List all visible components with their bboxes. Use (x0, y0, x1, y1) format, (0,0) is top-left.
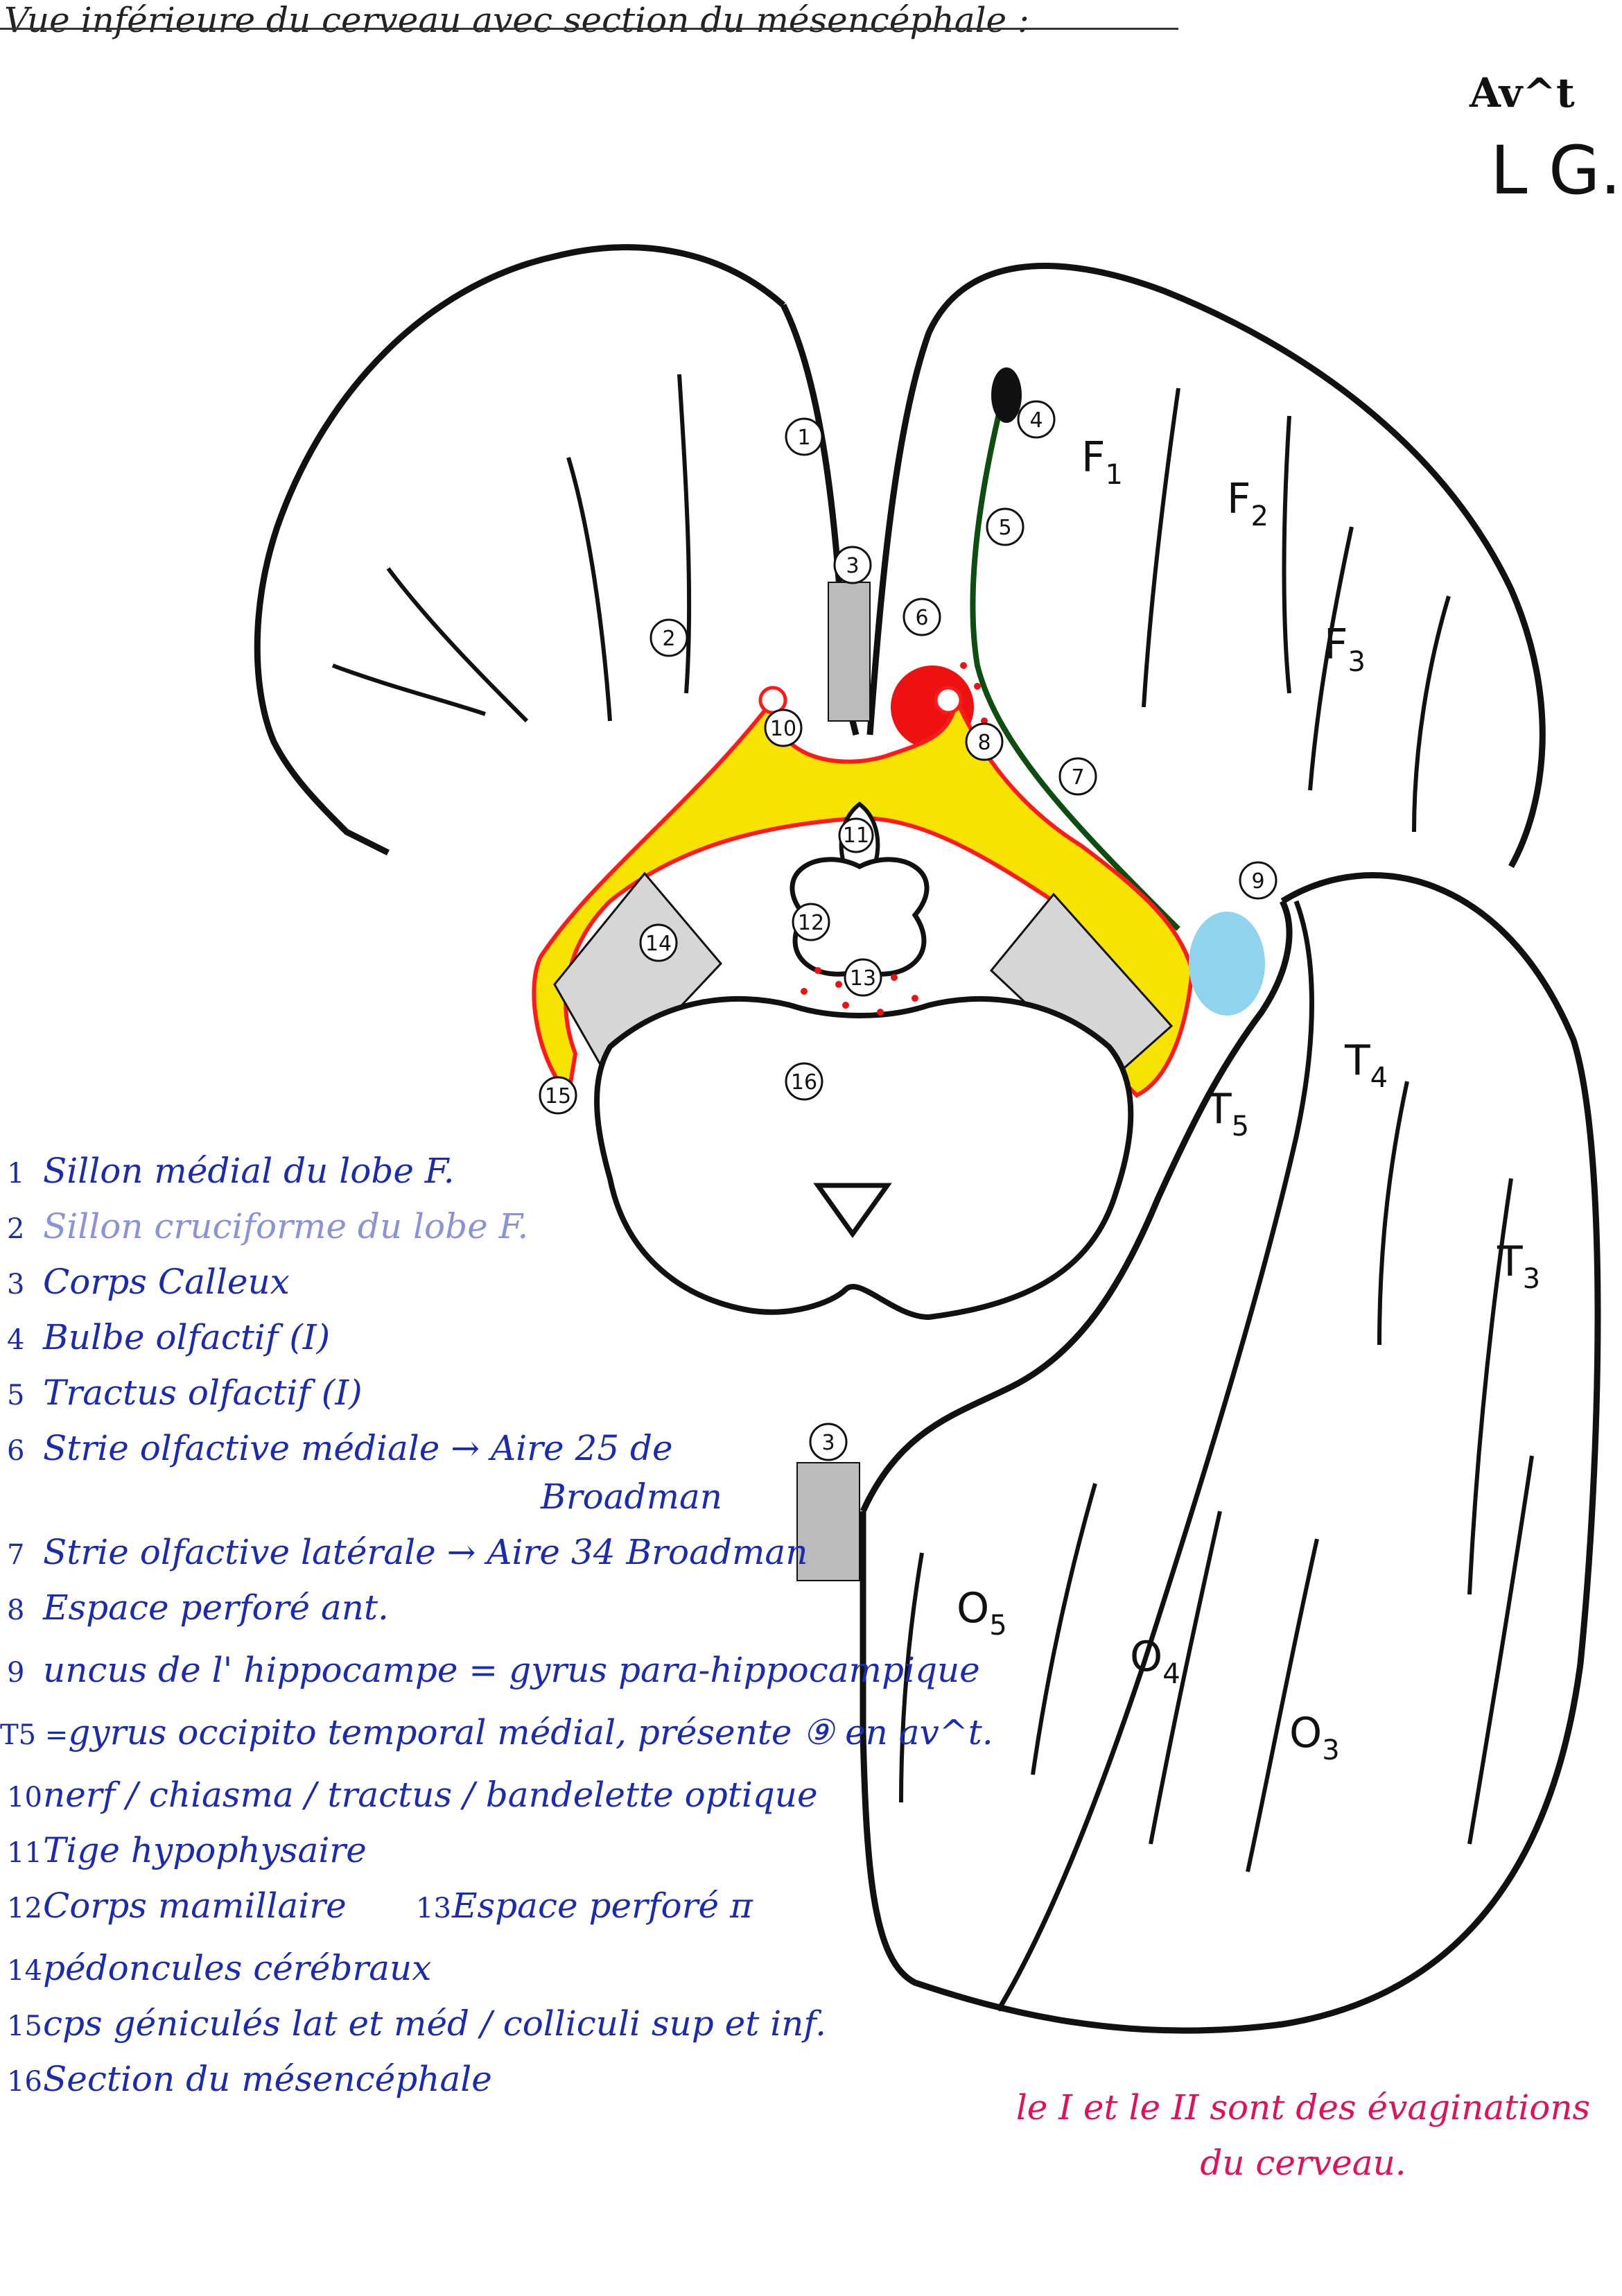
svg-text:10: 10 (770, 717, 796, 741)
svg-text:13: 13 (850, 966, 876, 991)
marker-11: 11 (838, 817, 874, 853)
marker-1: 1 (785, 417, 823, 456)
svg-text:9: 9 (1251, 869, 1264, 894)
svg-text:5: 5 (998, 516, 1011, 540)
page-title: Vue inférieure du cerveau avec section d… (4, 0, 1029, 40)
marker-13: 13 (844, 958, 882, 997)
legend-item-11: 11Tige hypophysaire (7, 1830, 367, 1870)
svg-text:15: 15 (545, 1084, 571, 1108)
corpus-callosum-lower (796, 1462, 860, 1581)
evagination-note: le I et le II sont des évaginations du c… (1015, 2087, 1591, 2183)
title-underline (0, 28, 1178, 30)
label-T3: T3 (1497, 1237, 1540, 1295)
sulci (331, 374, 1534, 1872)
mamillary-bodies (790, 857, 930, 977)
orientation-anterior-label: Av^t (1470, 69, 1575, 116)
marker-6: 6 (902, 598, 941, 636)
olfactory-bulb (991, 367, 1022, 423)
marker-15: 15 (539, 1076, 577, 1115)
legend-item-t5: T5 =gyrus occipito temporal médial, prés… (0, 1712, 993, 1753)
svg-text:2: 2 (662, 627, 675, 651)
corpus-callosum (828, 582, 871, 722)
svg-text:8: 8 (977, 731, 991, 755)
label-F2: F2 (1227, 475, 1268, 532)
right-frontal-outline (866, 263, 1546, 869)
label-T5: T5 (1205, 1085, 1249, 1142)
label-O5: O5 (957, 1584, 1007, 1642)
temporal-medial-edge (860, 899, 1293, 1513)
marker-4: 4 (1017, 400, 1056, 439)
lobe-labels: F1 F2 F3 T4 T5 T3 O5 O4 O3 (957, 433, 1540, 1766)
legend-item-15: 15cps géniculés lat et méd / colliculi s… (7, 2003, 827, 2044)
svg-text:11: 11 (843, 824, 869, 848)
label-T4: T4 (1344, 1036, 1388, 1094)
label-F1: F1 (1081, 433, 1123, 491)
midbrain-section (594, 995, 1134, 1321)
marker-3b: 3 (809, 1423, 848, 1461)
svg-text:12: 12 (798, 911, 824, 935)
left-frontal-outline (254, 244, 785, 856)
marker-8: 8 (965, 722, 1004, 761)
marker-9: 9 (1239, 861, 1277, 900)
svg-text:1: 1 (797, 426, 810, 450)
uncus (1189, 912, 1265, 1016)
marker-16: 16 (785, 1062, 823, 1101)
occipito-temporal-inner-line (995, 900, 1314, 2012)
marker-2: 2 (649, 618, 688, 657)
label-O3: O3 (1289, 1709, 1340, 1766)
marker-7: 7 (1058, 757, 1097, 796)
marker-14: 14 (639, 923, 678, 962)
numbered-markers: 1 2 3 3 4 5 6 7 8 9 10 11 12 13 14 15 16 (539, 400, 1277, 1461)
legend-item-6b: Broadman (541, 1477, 722, 1517)
svg-text:16: 16 (791, 1070, 817, 1095)
marker-3: 3 (833, 546, 872, 584)
marker-12: 12 (792, 903, 830, 941)
marker-5: 5 (986, 507, 1024, 546)
legend-item-13: 13Espace perforé π (416, 1886, 753, 1926)
legend-item-12: 12Corps mamillaire (7, 1886, 347, 1926)
olfactory-tract (970, 388, 1180, 931)
svg-text:4: 4 (1029, 408, 1043, 433)
legend-item-10: 10nerf / chiasma / tractus / bandelette … (7, 1775, 818, 1815)
marker-10: 10 (764, 708, 803, 747)
svg-text:3: 3 (846, 554, 859, 578)
right-temporal-occipital-outline (860, 872, 1601, 2034)
label-O4: O4 (1130, 1633, 1180, 1690)
label-F3: F3 (1324, 620, 1366, 678)
aqueduct (813, 1183, 892, 1239)
svg-text:7: 7 (1071, 765, 1084, 790)
legend-item-16: 16Section du mésencéphale (7, 2059, 492, 2099)
svg-text:3: 3 (821, 1431, 835, 1455)
legend-item-14: 14pédoncules cérébraux (7, 1948, 432, 1988)
svg-text:14: 14 (645, 932, 672, 956)
svg-text:6: 6 (915, 606, 928, 630)
orientation-side-label: L G. (1490, 132, 1621, 209)
